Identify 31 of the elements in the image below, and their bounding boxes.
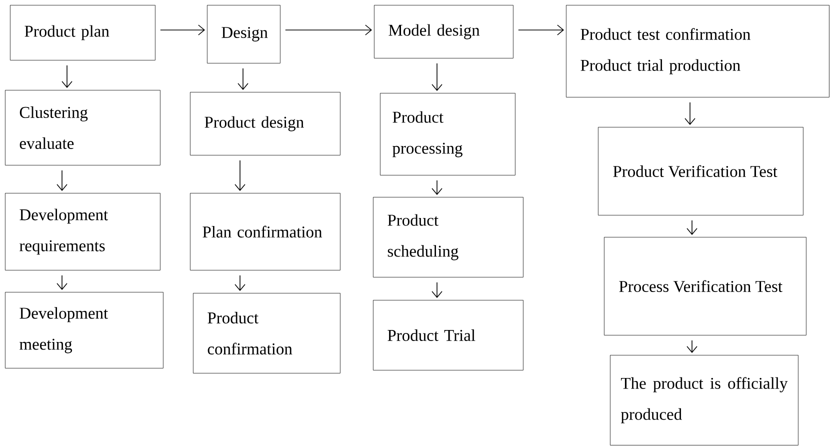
arrow	[432, 180, 442, 195]
process-box: Model design	[374, 5, 514, 58]
process-box: Clustering evaluate	[5, 90, 160, 166]
arrow	[62, 65, 72, 88]
process-box: Development meeting	[5, 292, 164, 368]
process-box: Product design	[190, 92, 340, 156]
arrow	[686, 220, 698, 235]
arrow	[285, 24, 372, 36]
arrow	[56, 170, 68, 191]
process-box: Plan confirmation	[190, 193, 340, 270]
arrow	[684, 102, 696, 125]
arrow	[234, 275, 246, 291]
arrow	[432, 282, 442, 298]
arrow	[686, 340, 698, 353]
process-box: Product scheduling	[373, 197, 524, 278]
process-box: Product processing	[380, 93, 516, 176]
process-box: Product Verification Test	[598, 127, 804, 216]
process-box: Process Verification Test	[604, 237, 806, 336]
process-box: Development requirements	[5, 193, 160, 270]
arrow	[160, 24, 205, 36]
arrow	[234, 160, 246, 191]
process-box: Design	[207, 5, 280, 64]
arrow	[238, 68, 248, 90]
process-box: The product is officially produced	[610, 355, 798, 446]
arrow	[56, 275, 68, 290]
arrow	[432, 63, 442, 91]
arrow	[518, 24, 564, 36]
process-box: Product confirmation	[193, 293, 340, 374]
process-box: Product test confirmation Product trial production	[566, 5, 830, 98]
process-box: Product plan	[10, 5, 156, 60]
process-box: Product Trial	[373, 300, 524, 370]
